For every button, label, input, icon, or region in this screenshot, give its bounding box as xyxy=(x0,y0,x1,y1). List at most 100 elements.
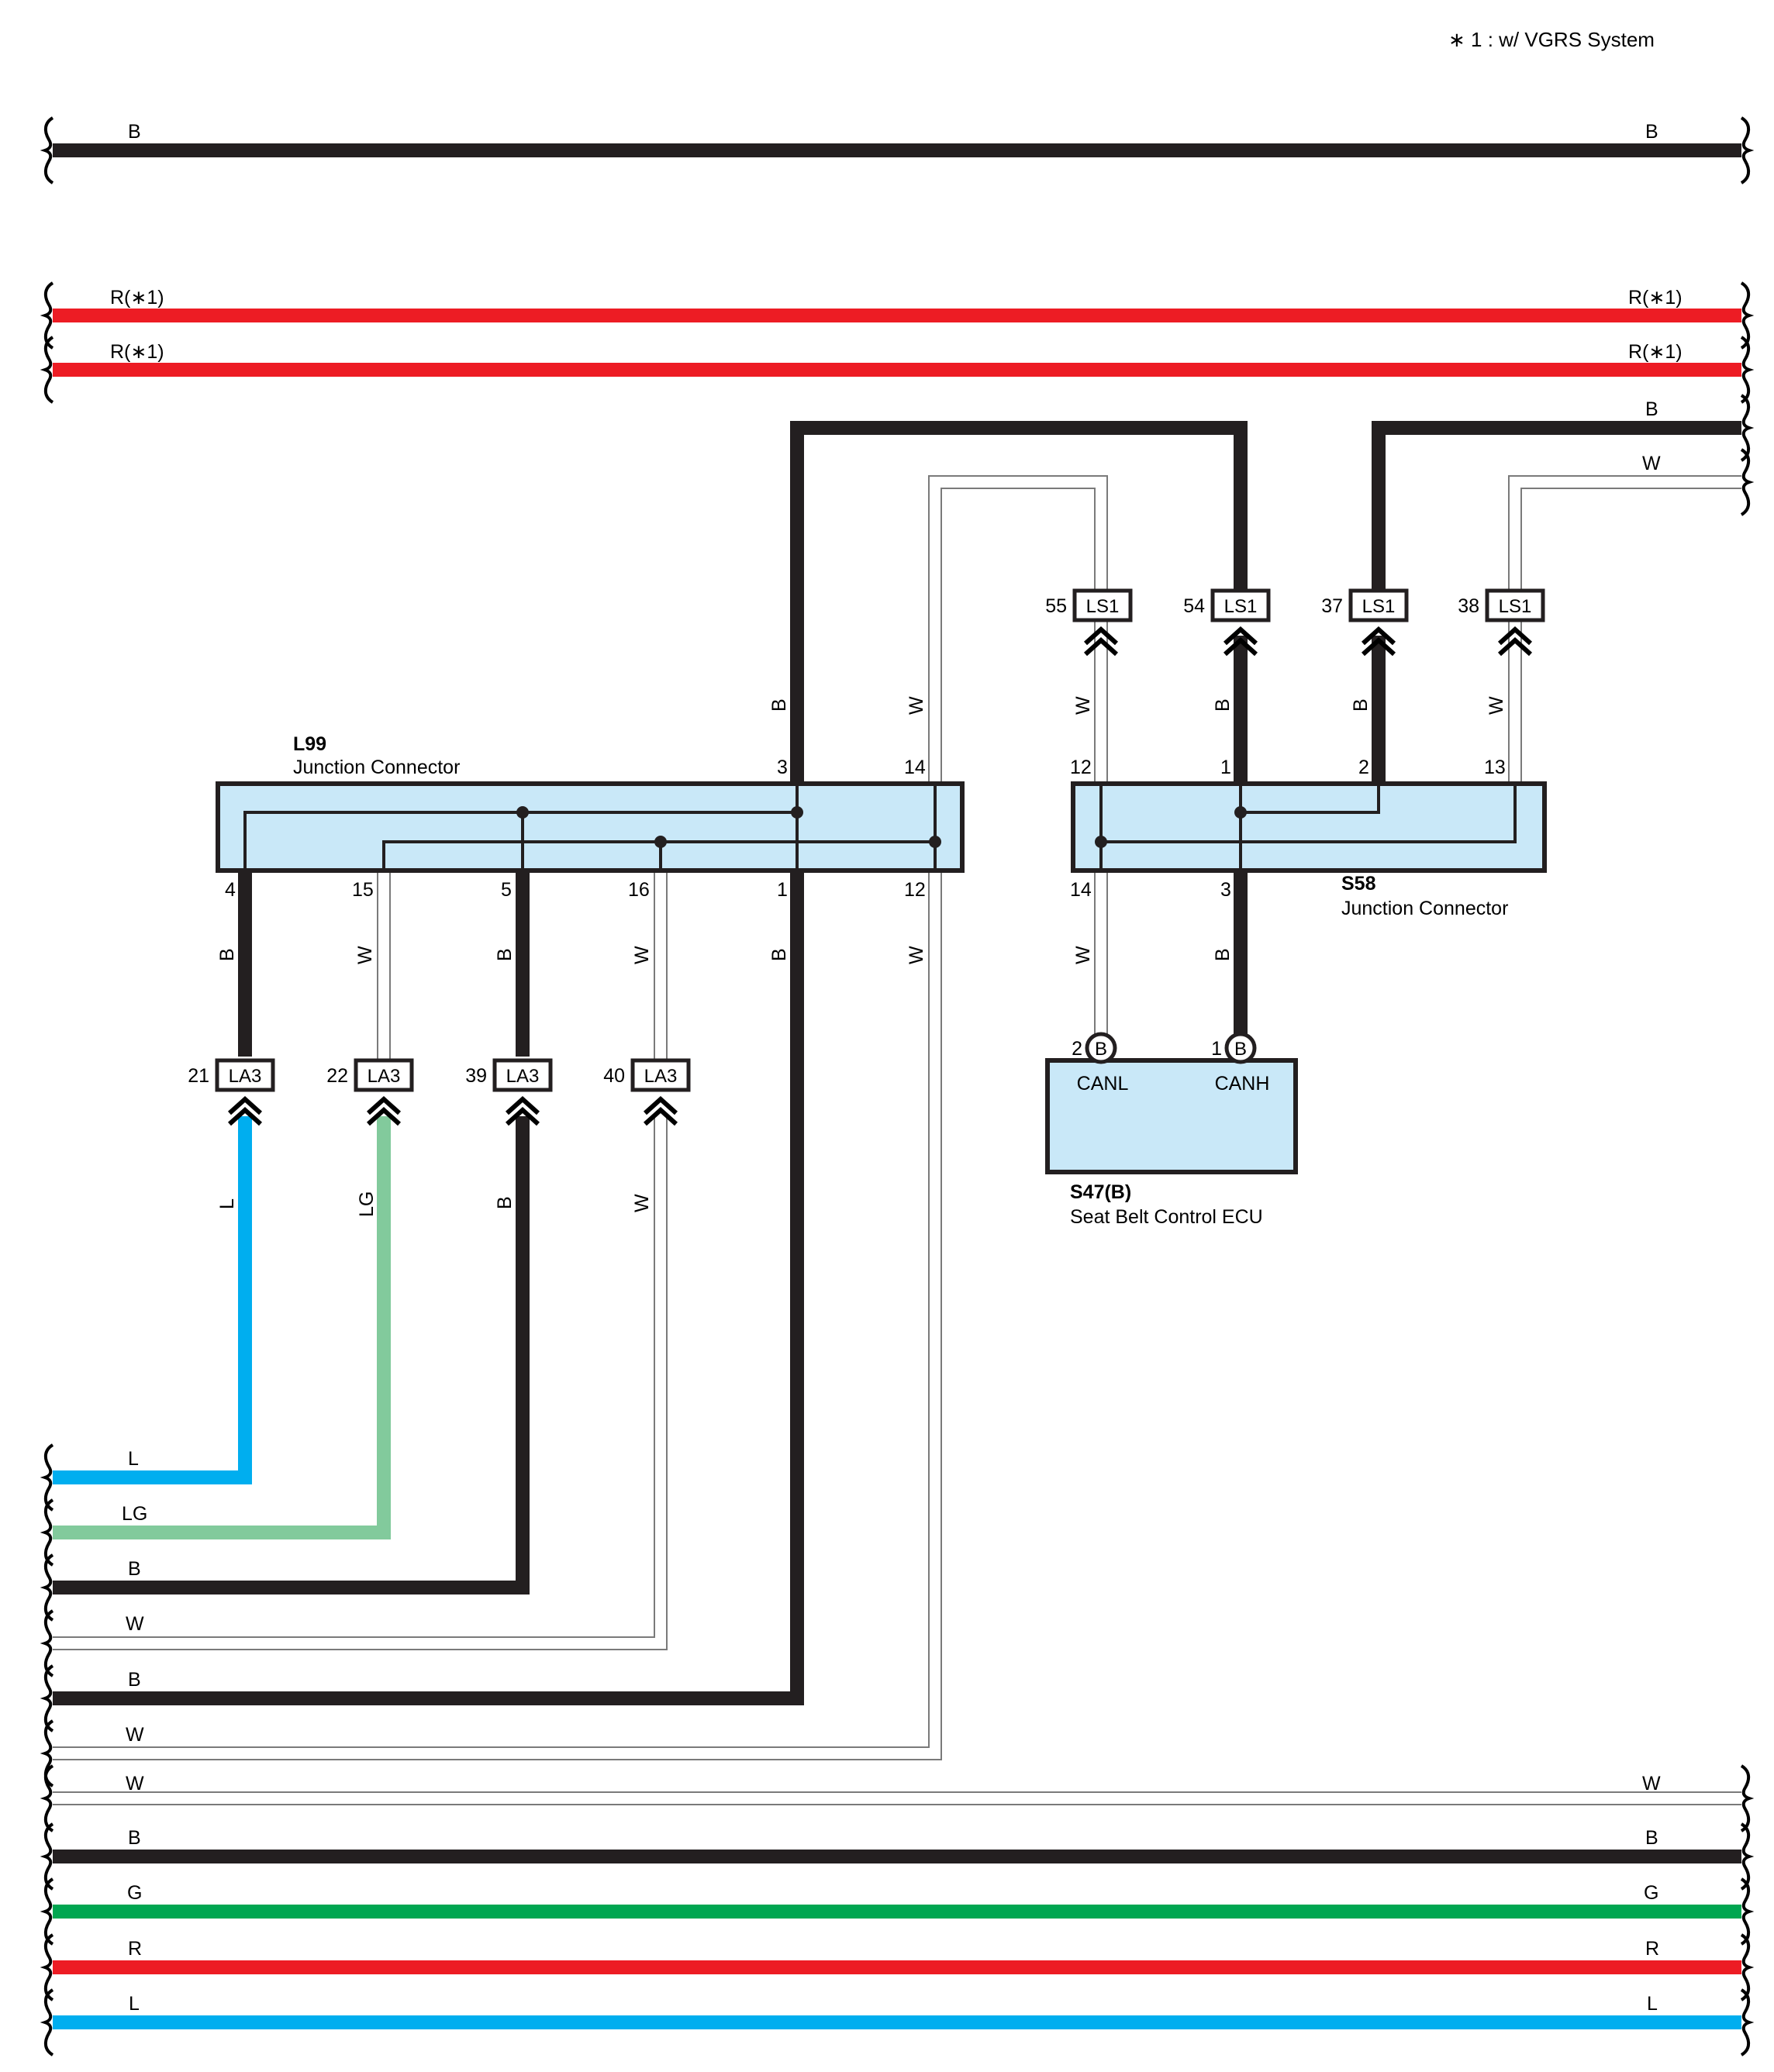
vlabel-la3-40: W xyxy=(631,1194,653,1212)
vgrs-footnote: ∗ 1 : w/ VGRS System xyxy=(1448,28,1655,51)
l99-top-pin-14: 14 xyxy=(904,757,926,778)
l99-bottom-pin-4: 4 xyxy=(225,879,236,901)
ls1-connector-37: LS1 37 xyxy=(1321,588,1409,654)
vlabel-l99-15: W xyxy=(354,946,376,964)
vlabel-la3-39: B xyxy=(494,1196,516,1209)
wire-label-left-b-l99-1: B xyxy=(128,1669,141,1691)
black-wire-right-to-ls1-37 xyxy=(1372,421,1741,620)
l99-bottom-pin-1: 1 xyxy=(777,879,788,901)
s58-name: S58 xyxy=(1341,873,1376,895)
wire-label-left-w-l99-12: W xyxy=(126,1724,144,1746)
vlabel-l99-4: B xyxy=(216,948,238,961)
wire-label-right-l-through: L xyxy=(1647,1993,1658,2015)
ls1-connector-54: LS1 54 xyxy=(1183,588,1271,654)
s58-top-pin-1: 1 xyxy=(1220,757,1231,778)
wire-label-right-w-38: W xyxy=(1642,453,1661,474)
s47-pin-2: 2 xyxy=(1072,1038,1082,1060)
junction-connector-s58 xyxy=(1071,781,1547,873)
wire-label-left-g-through: G xyxy=(127,1882,142,1904)
svg-text:LS1: LS1 xyxy=(1224,596,1258,617)
vlabel-l99-12: W xyxy=(906,946,927,964)
wire-label-right-r-through: R xyxy=(1645,1938,1659,1960)
svg-text:LA3: LA3 xyxy=(644,1066,678,1087)
s47-signal-canl: CANL xyxy=(1077,1073,1129,1095)
vlabel-s58-3: B xyxy=(1212,948,1234,961)
ls1-pin-37: 37 xyxy=(1321,595,1343,617)
svg-text:LA3: LA3 xyxy=(229,1066,262,1087)
vlabel-l99-1: B xyxy=(768,948,790,961)
l99-bottom-pin-5: 5 xyxy=(501,879,512,901)
la3-connector-40: LA3 40 xyxy=(603,1058,691,1124)
ls1-pin-54: 54 xyxy=(1183,595,1205,617)
s47-name: S47(B) xyxy=(1070,1181,1131,1203)
s47-description: Seat Belt Control ECU xyxy=(1070,1206,1263,1228)
wire-label-left-lg: LG xyxy=(122,1503,147,1525)
vlabel-ls1-55: W xyxy=(1072,696,1094,715)
wire-label-right-r1: R(∗1) xyxy=(1628,287,1683,309)
lightgreen-wire-la3-22 xyxy=(53,1116,391,1539)
wire-label-left-top-b: B xyxy=(128,121,141,143)
svg-text:LA3: LA3 xyxy=(506,1066,540,1087)
l99-top-pin-3: 3 xyxy=(777,757,788,778)
seat-belt-control-ecu xyxy=(1045,1032,1298,1174)
black-wire-la3-39 xyxy=(53,1116,530,1595)
vlabel-l99-3: B xyxy=(768,698,790,712)
black-wire-l99-3-to-ls1-54 xyxy=(790,421,1248,784)
wire-label-right-g-through: G xyxy=(1644,1882,1658,1904)
wire-label-right-r2: R(∗1) xyxy=(1628,341,1683,363)
l99-description: Junction Connector xyxy=(293,757,460,778)
s58-description: Junction Connector xyxy=(1341,898,1508,919)
white-wire-right-to-ls1-38 xyxy=(1508,475,1741,636)
s47-pin-1-code: B xyxy=(1234,1039,1247,1060)
svg-text:LS1: LS1 xyxy=(1362,596,1396,617)
s58-bottom-pin-14: 14 xyxy=(1070,879,1092,901)
vlabel-ls1-54: B xyxy=(1212,698,1234,712)
wire-label-left-r1: R(∗1) xyxy=(110,287,164,309)
wire-label-left-b-39: B xyxy=(128,1558,141,1580)
white-through-wire xyxy=(53,1791,1741,1805)
l99-bottom-pin-12: 12 xyxy=(904,879,926,901)
la3-pin-21: 21 xyxy=(188,1065,209,1087)
svg-text:LS1: LS1 xyxy=(1086,596,1120,617)
la3-connector-22: LA3 22 xyxy=(326,1058,414,1124)
s47-signal-canh: CANH xyxy=(1215,1073,1270,1095)
wire-label-left-r-through: R xyxy=(128,1938,142,1960)
l99-bottom-pin-15: 15 xyxy=(352,879,374,901)
vlabel-ls1-37: B xyxy=(1350,698,1372,712)
ls1-connector-55: LS1 55 xyxy=(1045,588,1133,654)
la3-pin-22: 22 xyxy=(326,1065,348,1087)
l99-name: L99 xyxy=(293,733,326,755)
s47-pin-1: 1 xyxy=(1211,1038,1222,1060)
white-wire-l99-12 xyxy=(53,871,930,1748)
vlabel-la3-22: LG xyxy=(356,1191,378,1217)
wire-label-left-b-through: B xyxy=(128,1827,141,1849)
wire-label-left-w-through: W xyxy=(126,1773,144,1794)
blue-wire-la3-21 xyxy=(53,1116,252,1484)
wire-label-right-w-through: W xyxy=(1642,1773,1661,1794)
svg-text:LA3: LA3 xyxy=(368,1066,401,1087)
white-wire-l99-14-to-ls1-55 xyxy=(928,475,1108,784)
svg-text:LS1: LS1 xyxy=(1499,596,1532,617)
wire-label-right-top-b: B xyxy=(1645,121,1658,143)
wire-label-right-b-37: B xyxy=(1645,398,1658,420)
vlabel-l99-5: B xyxy=(494,948,516,961)
ls1-connector-38: LS1 38 xyxy=(1458,588,1545,654)
junction-connector-l99 xyxy=(216,781,965,873)
vlabel-l99-16: W xyxy=(631,946,653,964)
la3-pin-39: 39 xyxy=(465,1065,487,1087)
s58-top-pin-13: 13 xyxy=(1484,757,1506,778)
vlabel-s58-14: W xyxy=(1072,946,1094,964)
vlabel-l99-14: W xyxy=(906,696,927,715)
l99-bottom-pin-16: 16 xyxy=(628,879,650,901)
vlabel-ls1-38: W xyxy=(1486,696,1507,715)
wire-label-left-r2: R(∗1) xyxy=(110,341,164,363)
ls1-pin-38: 38 xyxy=(1458,595,1479,617)
wire-label-left-w-40: W xyxy=(126,1613,144,1635)
wire-label-left-l-through: L xyxy=(129,1993,140,2015)
white-wire-la3-40 xyxy=(53,1116,655,1638)
ls1-pin-55: 55 xyxy=(1045,595,1067,617)
s58-bottom-pin-3: 3 xyxy=(1220,879,1231,901)
s47-pin-2-code: B xyxy=(1095,1039,1107,1060)
vlabel-la3-21: L xyxy=(216,1198,238,1209)
